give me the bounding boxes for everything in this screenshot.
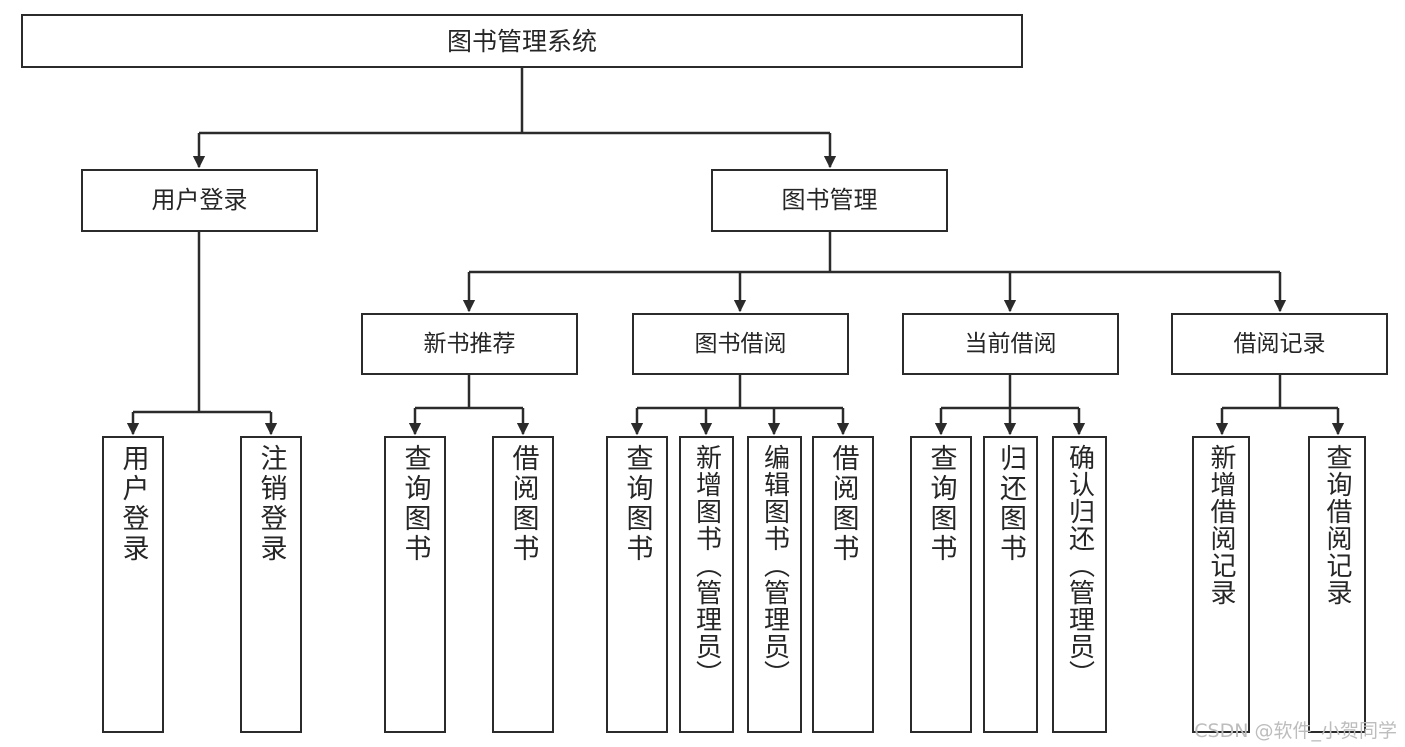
node-book-borrow[interactable]: 图书借阅 <box>632 313 849 375</box>
node-label: 用户登录 <box>117 444 149 564</box>
node-label: 借阅图书 <box>507 444 539 564</box>
leaf-user-login-login[interactable]: 用户登录 <box>102 436 164 733</box>
node-label: 图书借阅 <box>694 330 787 357</box>
leaf-book-borrow-query-book[interactable]: 查询图书 <box>606 436 668 733</box>
node-label: 查询借阅记录 <box>1322 444 1352 606</box>
node-label: 当前借阅 <box>964 330 1057 357</box>
node-label: 图书管理 <box>781 185 878 214</box>
node-label: 确认归还（管理员） <box>1064 444 1095 687</box>
node-root-book-management-system[interactable]: 图书管理系统 <box>21 14 1023 68</box>
leaf-current-borrow-confirm-return-admin[interactable]: 确认归还（管理员） <box>1052 436 1107 733</box>
node-user-login[interactable]: 用户登录 <box>81 169 318 232</box>
node-new-book-recommend[interactable]: 新书推荐 <box>361 313 578 375</box>
leaf-book-borrow-edit-book-admin[interactable]: 编辑图书（管理员） <box>747 436 802 733</box>
node-label: 注销登录 <box>255 444 287 564</box>
node-label: 查询图书 <box>399 444 431 564</box>
leaf-new-book-borrow-book[interactable]: 借阅图书 <box>492 436 554 733</box>
node-current-borrow[interactable]: 当前借阅 <box>902 313 1119 375</box>
node-label: 新增图书（管理员） <box>691 444 722 687</box>
node-label: 归还图书 <box>995 444 1026 564</box>
node-book-management[interactable]: 图书管理 <box>711 169 948 232</box>
node-label: 查询图书 <box>621 444 653 564</box>
leaf-borrow-record-query-record[interactable]: 查询借阅记录 <box>1308 436 1366 733</box>
leaf-book-borrow-add-book-admin[interactable]: 新增图书（管理员） <box>679 436 734 733</box>
node-label: 借阅图书 <box>827 444 859 564</box>
node-label: 借阅记录 <box>1233 330 1326 357</box>
leaf-user-login-logout[interactable]: 注销登录 <box>240 436 302 733</box>
leaf-new-book-query-book[interactable]: 查询图书 <box>384 436 446 733</box>
leaf-borrow-record-add-record[interactable]: 新增借阅记录 <box>1192 436 1250 733</box>
node-label: 新增借阅记录 <box>1206 444 1236 606</box>
csdn-watermark: CSDN @软件_小贺同学 <box>1194 720 1397 742</box>
node-label: 新书推荐 <box>423 330 516 357</box>
node-label: 查询图书 <box>925 444 957 564</box>
node-borrow-record[interactable]: 借阅记录 <box>1171 313 1388 375</box>
node-label: 用户登录 <box>151 185 248 214</box>
node-label: 编辑图书（管理员） <box>759 444 790 687</box>
leaf-book-borrow-borrow-book[interactable]: 借阅图书 <box>812 436 874 733</box>
node-label: 图书管理系统 <box>446 26 597 56</box>
leaf-current-borrow-return-book[interactable]: 归还图书 <box>983 436 1038 733</box>
leaf-current-borrow-query-book[interactable]: 查询图书 <box>910 436 972 733</box>
